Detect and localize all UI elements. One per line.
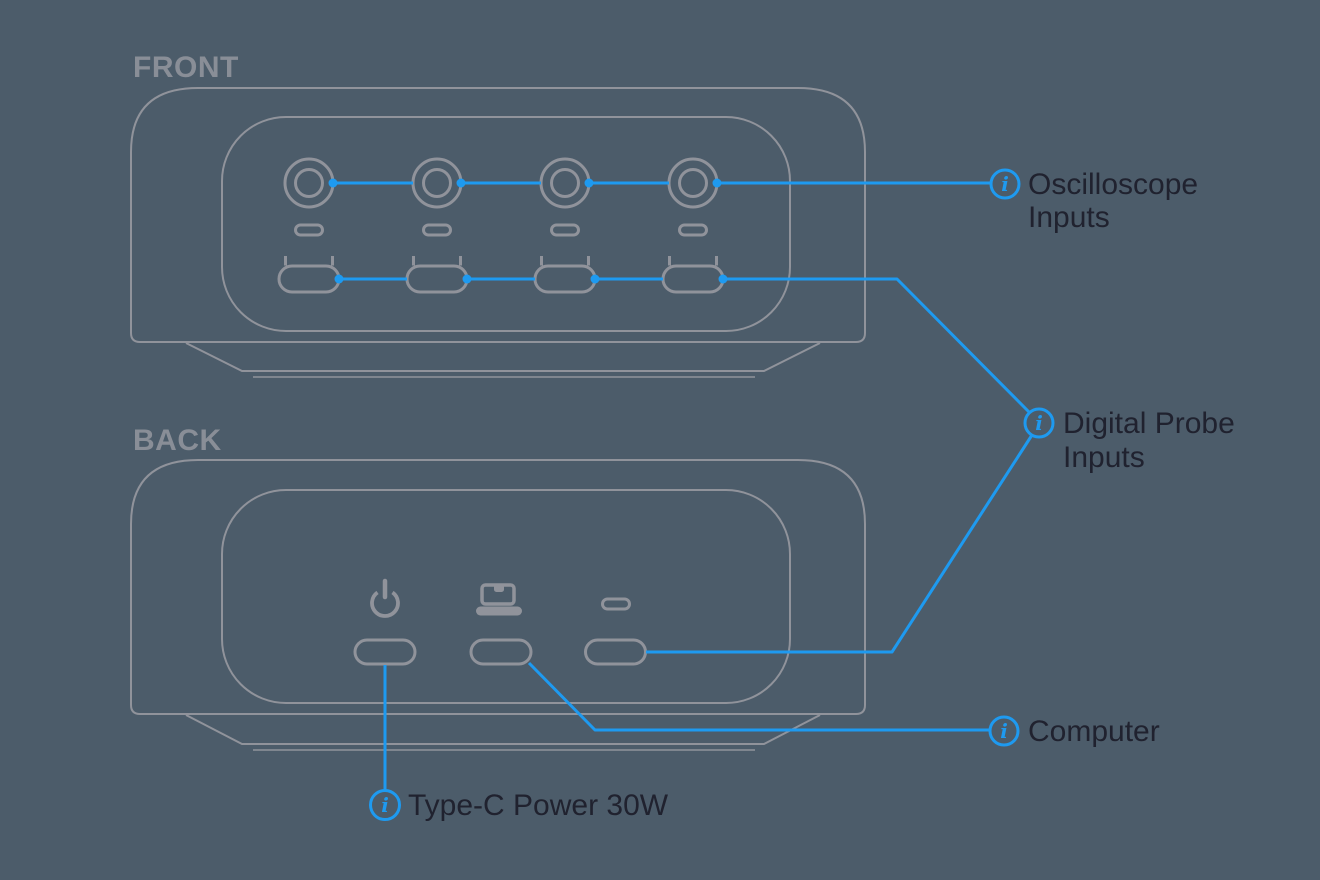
back-view: BACK	[130, 424, 866, 751]
digital-leader-dot	[718, 274, 728, 284]
digital-leader-dot	[462, 274, 472, 284]
osc-leader-dot	[328, 178, 338, 188]
digital-probe-input-2	[405, 256, 469, 294]
oscilloscope-input-4	[667, 157, 719, 209]
power-icon	[370, 578, 400, 618]
oscilloscope-inputs-label-line2: Inputs	[1028, 201, 1110, 234]
back-view-heading: BACK	[133, 424, 222, 457]
digital-probe-inputs-label-line1: Digital Probe	[1063, 407, 1235, 440]
leader-lines	[328, 178, 1034, 790]
callout-computer: i Computer	[988, 715, 1160, 748]
svg-text:i: i	[1000, 719, 1008, 743]
callout-oscilloscope-inputs: i Oscilloscope Inputs	[989, 168, 1198, 234]
digital-leader-front	[723, 277, 1032, 415]
type-c-power-port	[353, 638, 417, 666]
osc-leader-dot	[456, 178, 466, 188]
svg-text:i: i	[1035, 411, 1043, 435]
front-body-outline	[130, 87, 866, 343]
digital-probe-input-1	[277, 256, 341, 294]
back-led-slot	[601, 597, 631, 611]
info-icon: i	[1023, 407, 1055, 439]
oscilloscope-input-1	[283, 157, 335, 209]
callout-digital-probe-inputs: i Digital Probe Inputs	[1023, 407, 1235, 474]
oscilloscope-input-2	[411, 157, 463, 209]
info-icon: i	[988, 715, 1020, 747]
front-view-heading: FRONT	[133, 51, 239, 84]
back-body-outline	[130, 459, 866, 715]
front-face-panel	[221, 116, 791, 332]
laptop-icon	[476, 583, 522, 616]
computer-port	[469, 638, 533, 666]
front-base-outline	[185, 342, 821, 372]
callout-type-c-power: i Type-C Power 30W	[369, 789, 669, 822]
osc-leader-dot	[712, 178, 722, 188]
front-led-slot-3	[550, 223, 580, 237]
digital-probe-input-4	[661, 256, 725, 294]
oscilloscope-inputs-label-line1: Oscilloscope	[1028, 168, 1198, 201]
oscilloscope-input-3	[539, 157, 591, 209]
type-c-power-label: Type-C Power 30W	[408, 789, 669, 822]
computer-label: Computer	[1028, 715, 1160, 748]
digital-probe-inputs-label-line2: Inputs	[1063, 441, 1145, 474]
digital-leader-dot	[334, 274, 344, 284]
digital-leader-back	[646, 434, 1034, 654]
front-led-slot-1	[294, 223, 324, 237]
front-view: FRONT	[130, 51, 866, 378]
computer-leader	[527, 661, 990, 732]
digital-leader-dot	[590, 274, 600, 284]
front-led-slot-4	[678, 223, 708, 237]
back-face-panel	[221, 489, 791, 704]
svg-text:i: i	[1001, 172, 1009, 196]
info-icon: i	[989, 168, 1021, 200]
back-digital-probe-port	[584, 638, 647, 666]
osc-leader-dot	[584, 178, 594, 188]
svg-text:i: i	[381, 793, 389, 817]
info-icon: i	[369, 789, 401, 821]
digital-probe-input-3	[533, 256, 597, 294]
front-led-slot-2	[422, 223, 452, 237]
